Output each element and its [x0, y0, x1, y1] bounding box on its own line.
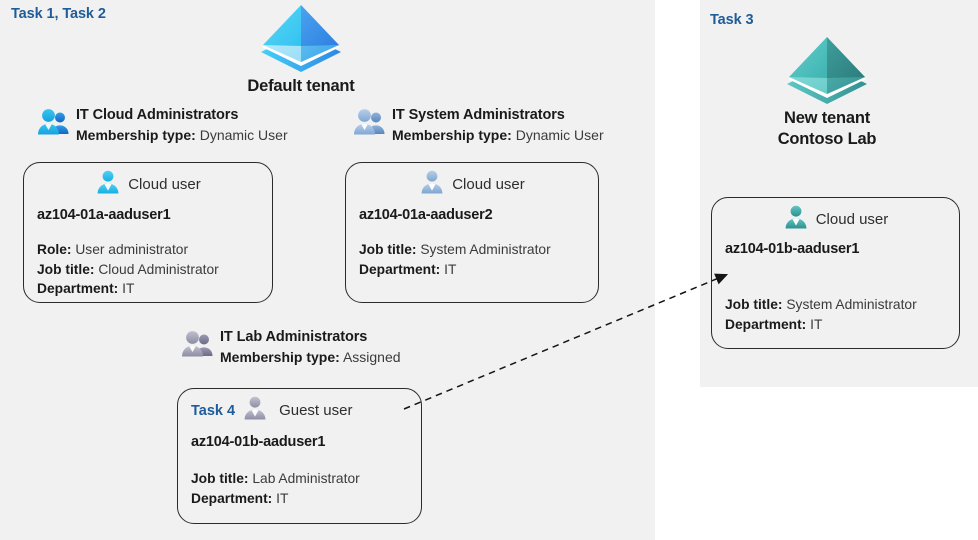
attribute-label: Job title: [725, 297, 783, 312]
attribute-label: Department: [191, 490, 273, 506]
user-attribute-department: Department: IT [191, 489, 421, 509]
group-membership-type: Membership type: Assigned [220, 347, 401, 367]
user-attribute-department: Department: IT [359, 260, 598, 280]
user-card-az104-01b-aaduser1-guest[interactable]: Task 4 Guest user az104-01b-aaduser1 Job… [177, 388, 422, 524]
cloud-user-icon [419, 169, 445, 200]
group-title: IT System Administrators [392, 107, 565, 123]
group-title: IT Cloud Administrators [76, 107, 239, 123]
cloud-user-icon [783, 204, 809, 235]
user-attribute-department: Department: IT [37, 279, 272, 299]
group-users-icon [36, 105, 70, 144]
user-card-az104-01a-aaduser2[interactable]: Cloud user az104-01a-aaduser2 Job title:… [345, 162, 599, 303]
attribute-value: IT [122, 281, 135, 296]
user-attribute-job-title: Job title: Lab Administrator [191, 469, 421, 489]
membership-type-label: Membership type: [76, 127, 196, 143]
task-label-4: Task 4 [191, 402, 236, 419]
attribute-value: IT [276, 490, 289, 506]
azure-ad-tenant-icon [712, 34, 942, 108]
attribute-label: Job title: [359, 242, 417, 257]
group-users-icon [180, 327, 214, 366]
task-label-3: Task 3 [710, 12, 754, 28]
user-type-label: Cloud user [128, 176, 201, 193]
default-tenant-panel [0, 0, 655, 540]
cloud-user-icon [95, 169, 121, 200]
user-type-label: Cloud user [452, 176, 525, 193]
user-attribute-job-title: Job title: Cloud Administrator [37, 260, 272, 280]
membership-type-label: Membership type: [220, 349, 340, 365]
membership-type-value: Dynamic User [515, 127, 604, 143]
new-tenant-caption-line1: New tenant [783, 109, 870, 127]
default-tenant-block: Default tenant [206, 2, 396, 97]
new-tenant-caption-line2: Contoso Lab [777, 130, 877, 148]
attribute-label: Job title: [191, 471, 249, 486]
user-principal-name: az104-01a-aaduser1 [37, 207, 171, 223]
user-attribute-job-title: Job title: System Administrator [359, 240, 598, 260]
group-it-cloud-administrators: IT Cloud Administrators Membership type:… [36, 105, 288, 145]
attribute-label: Job title: [37, 261, 95, 277]
membership-type-value: Dynamic User [199, 127, 288, 143]
attribute-value: System Administrator [420, 242, 551, 257]
group-membership-type: Membership type: Dynamic User [392, 125, 604, 145]
group-it-lab-administrators: IT Lab Administrators Membership type: A… [180, 327, 401, 367]
user-attribute-department: Department: IT [725, 315, 959, 335]
group-users-icon [352, 105, 386, 144]
attribute-label: Department: [37, 281, 119, 296]
guest-user-icon [242, 395, 268, 426]
attribute-value: IT [810, 316, 823, 332]
user-principal-name: az104-01b-aaduser1 [725, 241, 860, 257]
attribute-value: User administrator [75, 242, 189, 257]
group-membership-type: Membership type: Dynamic User [76, 125, 288, 145]
user-attribute-role: Role: User administrator [37, 240, 272, 260]
user-card-az104-01b-aaduser1-new-tenant[interactable]: Cloud user az104-01b-aaduser1 Job title:… [711, 197, 960, 349]
attribute-label: Department: [725, 316, 807, 332]
default-tenant-caption: Default tenant [247, 77, 355, 95]
membership-type-label: Membership type: [392, 127, 512, 143]
group-it-system-administrators: IT System Administrators Membership type… [352, 105, 604, 145]
attribute-value: Lab Administrator [252, 471, 360, 486]
task-label-1-2: Task 1, Task 2 [11, 6, 106, 22]
attribute-label: Role: [37, 242, 72, 257]
user-attribute-job-title: Job title: System Administrator [725, 295, 959, 315]
group-title: IT Lab Administrators [220, 329, 368, 345]
attribute-label: Department: [359, 261, 441, 277]
user-type-label: Cloud user [815, 211, 889, 228]
attribute-value: IT [444, 261, 457, 277]
new-tenant-block: New tenant Contoso Lab [712, 34, 942, 150]
membership-type-value: Assigned [342, 349, 401, 365]
user-card-az104-01a-aaduser1[interactable]: Cloud user az104-01a-aaduser1 Role: User… [23, 162, 273, 303]
attribute-value: Cloud Administrator [98, 261, 219, 277]
user-principal-name: az104-01b-aaduser1 [191, 434, 326, 450]
user-type-label: Guest user [279, 402, 353, 419]
attribute-value: System Administrator [786, 297, 917, 312]
azure-ad-tenant-icon [206, 2, 396, 76]
user-principal-name: az104-01a-aaduser2 [359, 207, 493, 223]
